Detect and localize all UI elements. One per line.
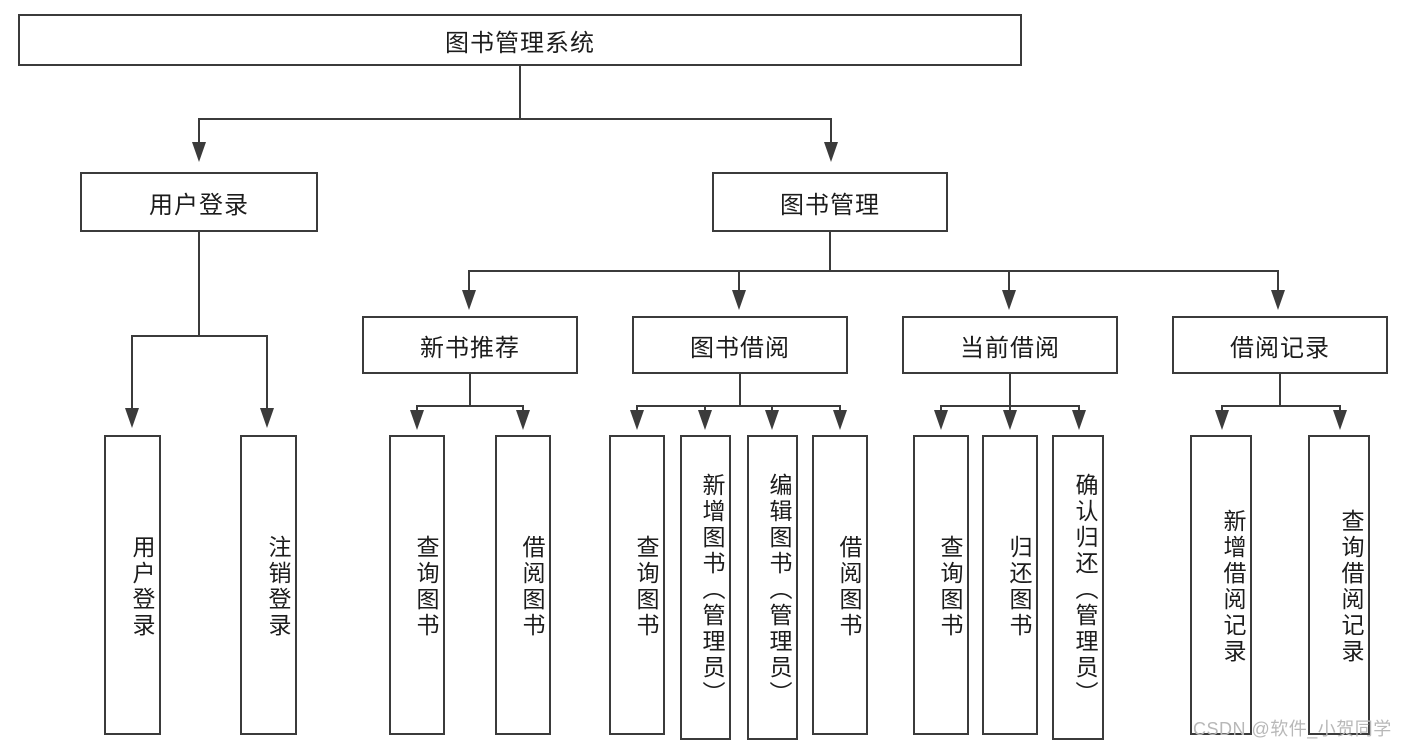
node-new-book-recommend[interactable]: 新书推荐	[362, 316, 578, 374]
node-label: 新增借阅记录	[1220, 509, 1246, 665]
node-label: 图书管理	[780, 191, 880, 219]
edge-book-manage-bus	[468, 270, 1278, 272]
arrowhead-leaf-query-record	[1333, 410, 1347, 430]
edge-user-login-bus	[131, 335, 268, 337]
node-user-login[interactable]: 用户登录	[80, 172, 318, 232]
arrowhead-book-borrow	[732, 290, 746, 310]
arrowhead-leaf-borrow-book-1	[516, 410, 530, 430]
arrowhead-leaf-confirm-return	[1072, 410, 1086, 430]
arrowhead-leaf-query-book-2	[630, 410, 644, 430]
csdn-watermark: CSDN @软件_小贺同学	[1193, 715, 1392, 741]
edge-to-book-borrow	[738, 270, 740, 294]
node-label: 编辑图书（管理员）	[766, 472, 792, 707]
edge-user-login-to-leaf-1	[131, 335, 133, 412]
node-label: 用户登录	[149, 191, 249, 219]
leaf-query-record[interactable]: 查询借阅记录	[1308, 435, 1370, 735]
node-label: 借阅图书	[519, 535, 545, 639]
arrowhead-leaf-return-book	[1003, 410, 1017, 430]
arrowhead-leaf-add-book	[698, 410, 712, 430]
node-label: 借阅记录	[1230, 334, 1330, 362]
node-label: 图书借阅	[690, 334, 790, 362]
node-label: 新书推荐	[420, 334, 520, 362]
node-label: 确认归还（管理员）	[1072, 472, 1098, 707]
arrowhead-to-book-manage	[824, 142, 838, 162]
arrowhead-new-book-recommend	[462, 290, 476, 310]
node-root-book-management-system[interactable]: 图书管理系统	[18, 14, 1022, 66]
edge-current-borrow-stem	[1009, 374, 1011, 406]
node-book-borrow[interactable]: 图书借阅	[632, 316, 848, 374]
edge-to-current-borrow	[1008, 270, 1010, 294]
edge-root-stem	[519, 66, 521, 119]
arrowhead-leaf-user-login	[125, 408, 139, 428]
node-borrow-record[interactable]: 借阅记录	[1172, 316, 1388, 374]
edge-to-borrow-record	[1277, 270, 1279, 294]
watermark-text: CSDN @软件_小贺同学	[1193, 719, 1392, 739]
arrowhead-leaf-logout	[260, 408, 274, 428]
edge-root-bus	[198, 118, 832, 120]
arrowhead-borrow-record	[1271, 290, 1285, 310]
leaf-return-book[interactable]: 归还图书	[982, 435, 1038, 735]
node-label: 查询图书	[937, 535, 963, 639]
edge-book-manage-stem	[829, 232, 831, 271]
arrowhead-leaf-query-book-1	[410, 410, 424, 430]
node-label: 归还图书	[1006, 535, 1032, 639]
edge-user-login-to-leaf-2	[266, 335, 268, 412]
leaf-borrow-book-2[interactable]: 借阅图书	[812, 435, 868, 735]
node-current-borrow[interactable]: 当前借阅	[902, 316, 1118, 374]
leaf-query-book-1[interactable]: 查询图书	[389, 435, 445, 735]
edge-to-new-book-recommend	[468, 270, 470, 294]
arrowhead-leaf-add-record	[1215, 410, 1229, 430]
edge-user-login-stem	[198, 232, 200, 336]
node-label: 查询借阅记录	[1338, 509, 1364, 665]
leaf-logout[interactable]: 注销登录	[240, 435, 297, 735]
node-book-manage[interactable]: 图书管理	[712, 172, 948, 232]
leaf-confirm-return[interactable]: 确认归还（管理员）	[1052, 435, 1104, 740]
arrowhead-leaf-query-book-3	[934, 410, 948, 430]
leaf-add-book[interactable]: 新增图书（管理员）	[680, 435, 731, 740]
edge-new-book-recommend-stem	[469, 374, 471, 406]
edge-root-to-book-manage	[830, 118, 832, 146]
arrowhead-to-user-login	[192, 142, 206, 162]
leaf-borrow-book-1[interactable]: 借阅图书	[495, 435, 551, 735]
edge-book-borrow-stem	[739, 374, 741, 406]
arrowhead-current-borrow	[1002, 290, 1016, 310]
edge-borrow-record-stem	[1279, 374, 1281, 406]
edge-root-to-user-login	[198, 118, 200, 146]
node-label: 当前借阅	[960, 334, 1060, 362]
leaf-query-book-2[interactable]: 查询图书	[609, 435, 665, 735]
leaf-query-book-3[interactable]: 查询图书	[913, 435, 969, 735]
node-label: 查询图书	[413, 535, 439, 639]
leaf-user-login[interactable]: 用户登录	[104, 435, 161, 735]
arrowhead-leaf-borrow-book-2	[833, 410, 847, 430]
node-label: 查询图书	[633, 535, 659, 639]
node-label: 借阅图书	[836, 535, 862, 639]
node-label: 图书管理系统	[445, 29, 595, 57]
node-label: 注销登录	[265, 535, 291, 639]
edge-book-borrow-bus	[636, 405, 841, 407]
leaf-edit-book[interactable]: 编辑图书（管理员）	[747, 435, 798, 740]
edge-new-book-recommend-bus	[416, 405, 524, 407]
node-label: 用户登录	[129, 535, 155, 639]
arrowhead-leaf-edit-book	[765, 410, 779, 430]
edge-borrow-record-bus	[1221, 405, 1341, 407]
leaf-add-record[interactable]: 新增借阅记录	[1190, 435, 1252, 735]
node-label: 新增图书（管理员）	[699, 472, 725, 707]
